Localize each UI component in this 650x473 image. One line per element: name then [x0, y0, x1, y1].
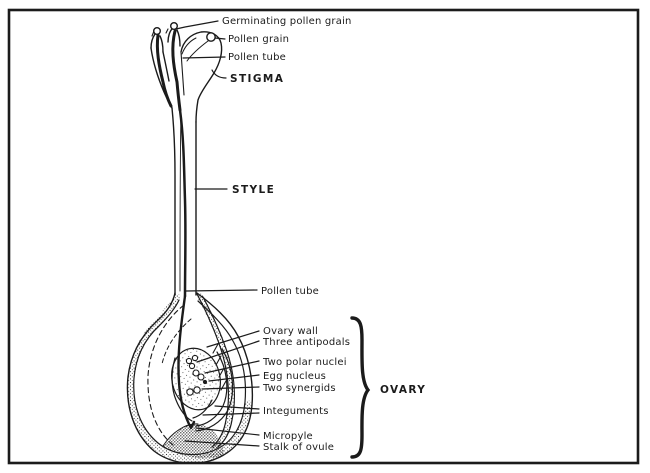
leader-stigma	[211, 69, 227, 79]
leader-pollen-tube-upper	[182, 56, 226, 59]
label-stalk-of-ovule: Stalk of ovule	[263, 442, 334, 453]
leader-lines	[175, 20, 260, 447]
egg-nucleus-dot	[202, 379, 208, 385]
style-canal-line	[179, 111, 182, 292]
stigma-drawing	[150, 22, 223, 123]
labels: Germinating pollen grain Pollen grain Po…	[222, 16, 426, 453]
embryo-sac	[171, 347, 221, 411]
ovary-brace	[350, 316, 371, 459]
germinating-grain-a	[152, 27, 161, 36]
label-stigma: STIGMA	[230, 73, 284, 85]
leader-pollen-tube-lower	[185, 289, 258, 292]
pollen-tube-in-style	[178, 108, 187, 298]
leader-three-antipodals	[196, 340, 260, 363]
label-three-antipodals: Three antipodals	[262, 337, 350, 348]
label-egg-nucleus: Egg nucleus	[263, 371, 326, 382]
leader-integuments-b	[202, 412, 260, 416]
leader-micropyle	[195, 427, 260, 436]
leader-pollen-grain	[214, 37, 226, 40]
label-two-synergids: Two synergids	[262, 383, 336, 394]
locule-dashed-line	[147, 304, 185, 446]
label-style: STYLE	[232, 184, 275, 196]
pollen-tube-in-stigma	[155, 29, 182, 112]
polar-nuclei	[192, 369, 205, 381]
leader-integuments-a	[214, 405, 260, 410]
label-ovary: OVARY	[380, 384, 426, 396]
leader-egg-nucleus	[208, 374, 260, 382]
label-micropyle: Micropyle	[263, 431, 313, 442]
label-pollen-tube-lower: Pollen tube	[261, 286, 319, 297]
leader-two-synergids	[201, 386, 260, 390]
leader-stalk-of-ovule	[184, 440, 260, 447]
label-two-polar-nuclei: Two polar nuclei	[262, 357, 347, 368]
label-pollen-grain: Pollen grain	[228, 34, 289, 45]
ovary-wall-right-stipple	[197, 293, 235, 450]
ovule-drawing	[171, 347, 234, 432]
label-ovary-wall: Ovary wall	[263, 326, 318, 337]
label-integuments: Integuments	[263, 406, 329, 417]
leader-ovary-wall	[206, 330, 260, 348]
label-germinating-pollen-grain: Germinating pollen grain	[222, 16, 352, 27]
style-drawing	[171, 107, 197, 298]
pollen-grain-circle	[206, 32, 216, 42]
germinating-grain-b	[169, 22, 178, 31]
leader-two-polar-nuclei	[204, 360, 260, 374]
antipodal-cells	[185, 354, 199, 370]
style-left-wall	[171, 107, 176, 296]
synergid-cells	[186, 386, 201, 396]
leader-germinating-pollen-grain	[175, 20, 219, 30]
figure-border	[7, 8, 640, 465]
label-pollen-tube-upper: Pollen tube	[228, 52, 286, 63]
